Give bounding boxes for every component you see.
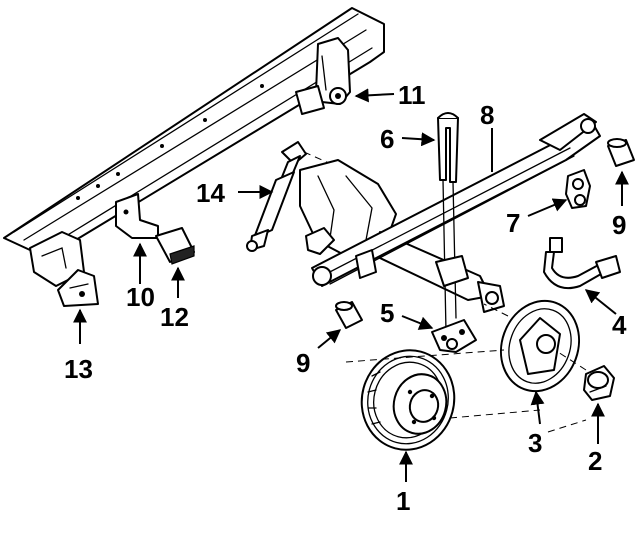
callout-11-leader [354,88,395,103]
callout-13: 13 [64,354,93,384]
callout-12: 12 [160,302,189,332]
hub-guide [557,351,587,371]
u-bolt-part-6 [437,112,459,333]
callout-8: 8 [480,100,494,130]
backing-plate-part-3 [499,299,581,393]
frame-rail [3,7,385,259]
backing-plate-guide [483,303,509,317]
callout-3-leader-b [547,419,587,433]
callout-14: 14 [196,178,225,208]
callout-11: 11 [398,80,426,110]
brake-drum-part-1 [360,349,456,451]
callout-5: 5 [380,298,394,328]
drum-guide-upper [345,349,505,363]
hub-part-2 [583,365,615,401]
callout-4: 4 [612,310,627,340]
shock-absorber-part-14 [246,141,307,252]
drum-guide-lower [449,409,541,419]
u-bolt-plate-part-5 [431,319,477,353]
callout-4-leader [584,289,617,315]
callout-9-lower-leader [317,329,342,349]
callout-1: 1 [396,486,410,516]
callout-3-leader-a [530,390,545,425]
callout-10: 10 [126,282,155,312]
axle-housing [299,159,505,313]
spring-front-hanger-part-11 [295,37,351,115]
shock-upper-mount-guide [303,151,341,169]
bracket-part-13 [57,269,99,307]
callout-9-upper: 9 [612,210,626,240]
spring-seat-block [435,255,469,287]
callout-7-leader [527,198,568,217]
callout-3: 3 [528,428,542,458]
callout-6: 6 [380,124,394,154]
callout-2: 2 [588,446,602,476]
callout-9-lower: 9 [296,348,310,378]
shackle-part-7 [565,169,591,209]
callout-5-leader [401,315,434,330]
bracket-part-10 [115,193,159,239]
callout-6-leader [401,132,436,147]
bushing-part-9-lower [335,301,363,329]
brake-hose-part-4 [543,237,621,290]
bushing-part-9-upper [607,138,635,167]
callout-7: 7 [506,208,520,238]
leaf-spring-part-8 [311,113,601,287]
bumper-pad-part-12 [155,227,195,265]
